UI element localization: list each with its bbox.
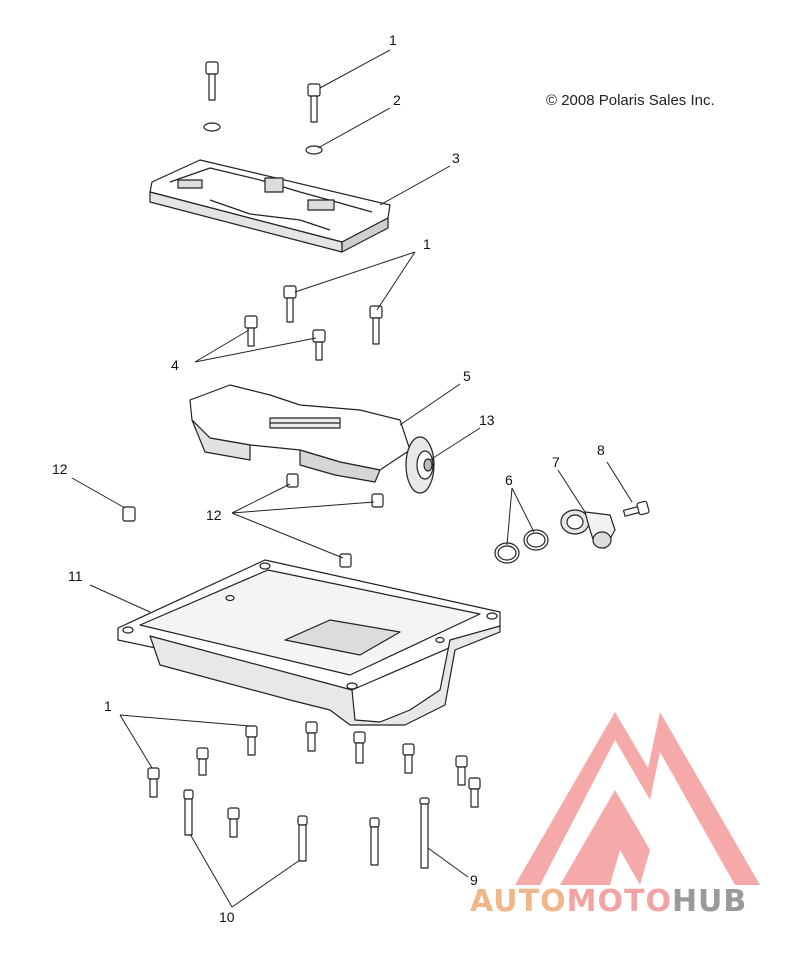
callout-10: 10 <box>219 909 235 925</box>
dowel-pin-left <box>122 506 136 522</box>
leader-lines <box>71 49 633 908</box>
oil-pan <box>117 559 501 726</box>
washer-left <box>203 122 221 132</box>
callout-5: 5 <box>463 368 471 384</box>
callout-12-left: 12 <box>52 461 68 477</box>
automotohub-logo-icon <box>515 712 760 885</box>
bolt-mid-4 <box>312 329 326 361</box>
watermark-auto: AUTO <box>470 884 567 919</box>
o-ring-2 <box>523 529 549 551</box>
dowel-pin-mid-3 <box>339 553 352 568</box>
callout-13: 13 <box>479 412 495 428</box>
bottom-bolts <box>147 721 481 869</box>
bolt-mid-3 <box>244 315 258 347</box>
callout-2: 2 <box>393 92 401 108</box>
callout-8: 8 <box>597 442 605 458</box>
callout-1-top: 1 <box>389 32 397 48</box>
callout-9: 9 <box>470 872 478 888</box>
oil-fitting <box>560 509 616 549</box>
callout-3: 3 <box>452 150 460 166</box>
callout-12-mid: 12 <box>206 507 222 523</box>
callout-11: 11 <box>68 568 83 584</box>
dowel-pin-mid-2 <box>371 493 384 508</box>
callout-4: 4 <box>171 357 179 373</box>
callout-6: 6 <box>505 472 513 488</box>
watermark-hub: HUB <box>671 884 748 919</box>
oil-pump <box>189 384 435 494</box>
callout-1-bottom: 1 <box>104 698 112 714</box>
watermark-moto: MOTO <box>566 884 672 919</box>
bolt-8 <box>622 500 650 517</box>
bolt-top-right <box>307 83 321 123</box>
bolt-top-left <box>205 61 219 101</box>
callout-1-mid: 1 <box>423 236 431 252</box>
bolt-mid-2 <box>369 305 383 345</box>
baffle-plate <box>149 159 391 253</box>
copyright-notice: © 2008 Polaris Sales Inc. <box>546 92 715 109</box>
callout-7: 7 <box>552 454 560 470</box>
watermark-text: AUTOMOTOHUB <box>470 884 747 919</box>
bolt-mid-1 <box>283 285 297 323</box>
